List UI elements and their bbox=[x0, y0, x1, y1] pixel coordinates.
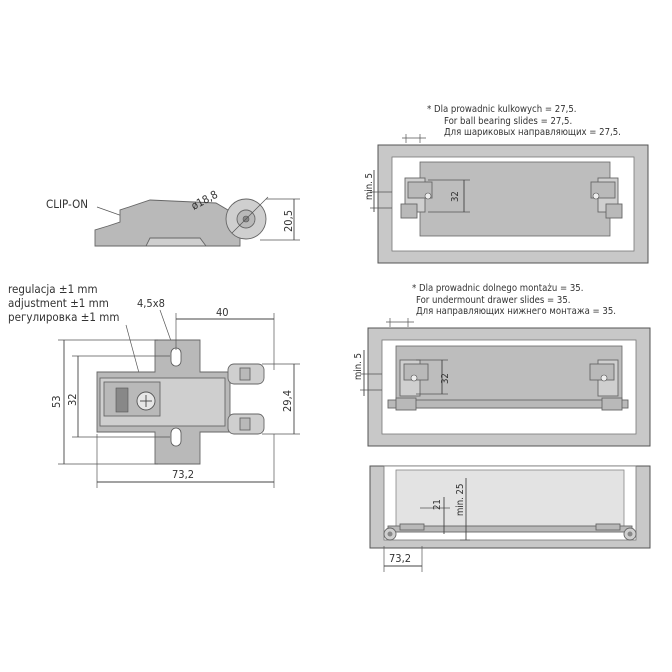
cabinet-top-drawer bbox=[419, 161, 611, 237]
cabinet-top-min5: min. 5 bbox=[364, 173, 375, 200]
lower-slot bbox=[170, 427, 182, 447]
adjust-en-label: adjustment ±1 mm bbox=[8, 296, 109, 310]
dim-53-label: 53 bbox=[50, 395, 63, 408]
dim-29-4-label: 29,4 bbox=[281, 390, 294, 412]
cabinet-mid-min5: min. 5 bbox=[353, 353, 364, 380]
top-view: regulacja ±1 mm adjustment ±1 mm регулир… bbox=[8, 282, 300, 488]
upper-slot bbox=[170, 347, 182, 367]
cabinet-top-32: 32 bbox=[450, 191, 461, 202]
cabinet-mid-view: * Dla prowadnic dolnego montażu = 35. Fo… bbox=[353, 283, 651, 447]
clip-on-label: CLIP-ON bbox=[46, 197, 88, 211]
cabinet-mid-left-plate bbox=[395, 359, 429, 411]
dim-73-2-label: 73,2 bbox=[172, 468, 194, 481]
cabinet-bottom-view: 21 min. 25 73,2 bbox=[369, 465, 651, 572]
cabinet-bottom-drawer bbox=[395, 469, 625, 529]
note-top-line2: For ball bearing slides = 27,5. bbox=[444, 116, 572, 127]
slot-label: 4,5x8 bbox=[137, 297, 165, 310]
dim-40-label: 40 bbox=[216, 306, 229, 319]
cabinet-bottom-min25: min. 25 bbox=[455, 484, 466, 516]
note-top-line1: * Dla prowadnic kulkowych = 27,5. bbox=[427, 104, 577, 115]
side-view: CLIP-ON ø18,8 20,5 bbox=[46, 188, 300, 247]
adjust-ru-label: регулировка ±1 mm bbox=[8, 310, 119, 324]
cabinet-mid-right-plate bbox=[589, 359, 623, 411]
cabinet-mid-32: 32 bbox=[440, 373, 451, 384]
cabinet-bottom-21: 21 bbox=[432, 499, 443, 510]
height-20-5-label: 20,5 bbox=[282, 210, 295, 232]
cabinet-mid-drawer bbox=[395, 345, 623, 409]
note-mid-line3: Для направляющих нижнего монтажа = 35. bbox=[416, 306, 616, 317]
cabinet-top-right-plate bbox=[590, 177, 623, 219]
adjust-pl-label: regulacja ±1 mm bbox=[8, 282, 98, 296]
cabinet-top-view: * Dla prowadnic kulkowych = 27,5. For ba… bbox=[364, 104, 649, 264]
dim-32-left-label: 32 bbox=[66, 393, 79, 406]
note-mid-line1: * Dla prowadnic dolnego montażu = 35. bbox=[412, 283, 583, 294]
note-mid-line2: For undermount drawer slides = 35. bbox=[416, 295, 571, 306]
cabinet-bottom-73-2: 73,2 bbox=[389, 552, 411, 565]
cabinet-top-left-plate bbox=[400, 177, 433, 219]
note-top-line3: Для шариковых направляющих = 27,5. bbox=[444, 127, 621, 138]
